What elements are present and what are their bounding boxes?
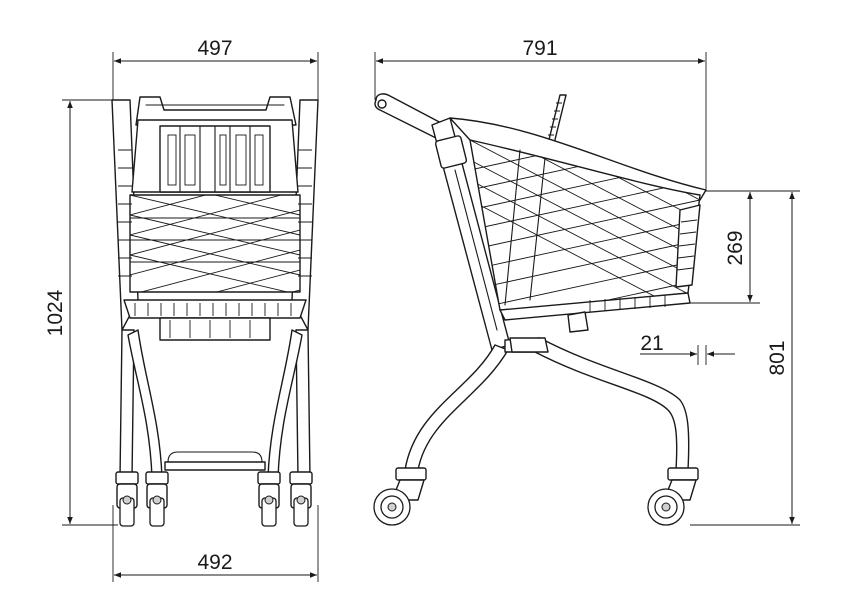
dimension-side-height: 801 bbox=[690, 190, 800, 526]
dimension-front-bottom-width: 492 bbox=[112, 505, 319, 582]
dim-label-side-offset: 21 bbox=[640, 332, 663, 355]
dimension-front-height: 1024 bbox=[44, 99, 128, 526]
dim-label-front-top-width: 497 bbox=[197, 37, 232, 60]
front-caster-1 bbox=[115, 471, 139, 527]
dimension-side-offset: 21 bbox=[640, 332, 735, 365]
front-caster-4 bbox=[289, 471, 313, 527]
dim-label-front-height: 1024 bbox=[44, 289, 67, 336]
front-caster-2 bbox=[145, 471, 169, 527]
dim-label-side-basket-depth: 269 bbox=[724, 230, 747, 265]
front-basket bbox=[118, 149, 312, 293]
dimension-front-top-width: 497 bbox=[112, 37, 319, 100]
dim-label-front-bottom-width: 492 bbox=[197, 551, 232, 574]
front-bottom-tray bbox=[123, 299, 307, 341]
side-casters bbox=[373, 467, 699, 526]
dimension-side-length: 791 bbox=[374, 37, 707, 190]
side-caster-front bbox=[647, 467, 699, 526]
front-caster-3 bbox=[257, 471, 281, 527]
side-chassis bbox=[404, 337, 690, 471]
front-view: 497 492 1024 bbox=[44, 37, 319, 582]
side-caster-rear bbox=[373, 467, 427, 526]
side-view: 791 269 21 801 bbox=[373, 37, 800, 526]
side-basket bbox=[449, 117, 707, 333]
dim-label-side-height: 801 bbox=[766, 340, 789, 375]
dim-label-side-length: 791 bbox=[522, 37, 557, 60]
front-legs bbox=[119, 329, 311, 479]
front-casters bbox=[115, 471, 313, 527]
dimension-side-basket-depth: 269 bbox=[690, 190, 760, 304]
